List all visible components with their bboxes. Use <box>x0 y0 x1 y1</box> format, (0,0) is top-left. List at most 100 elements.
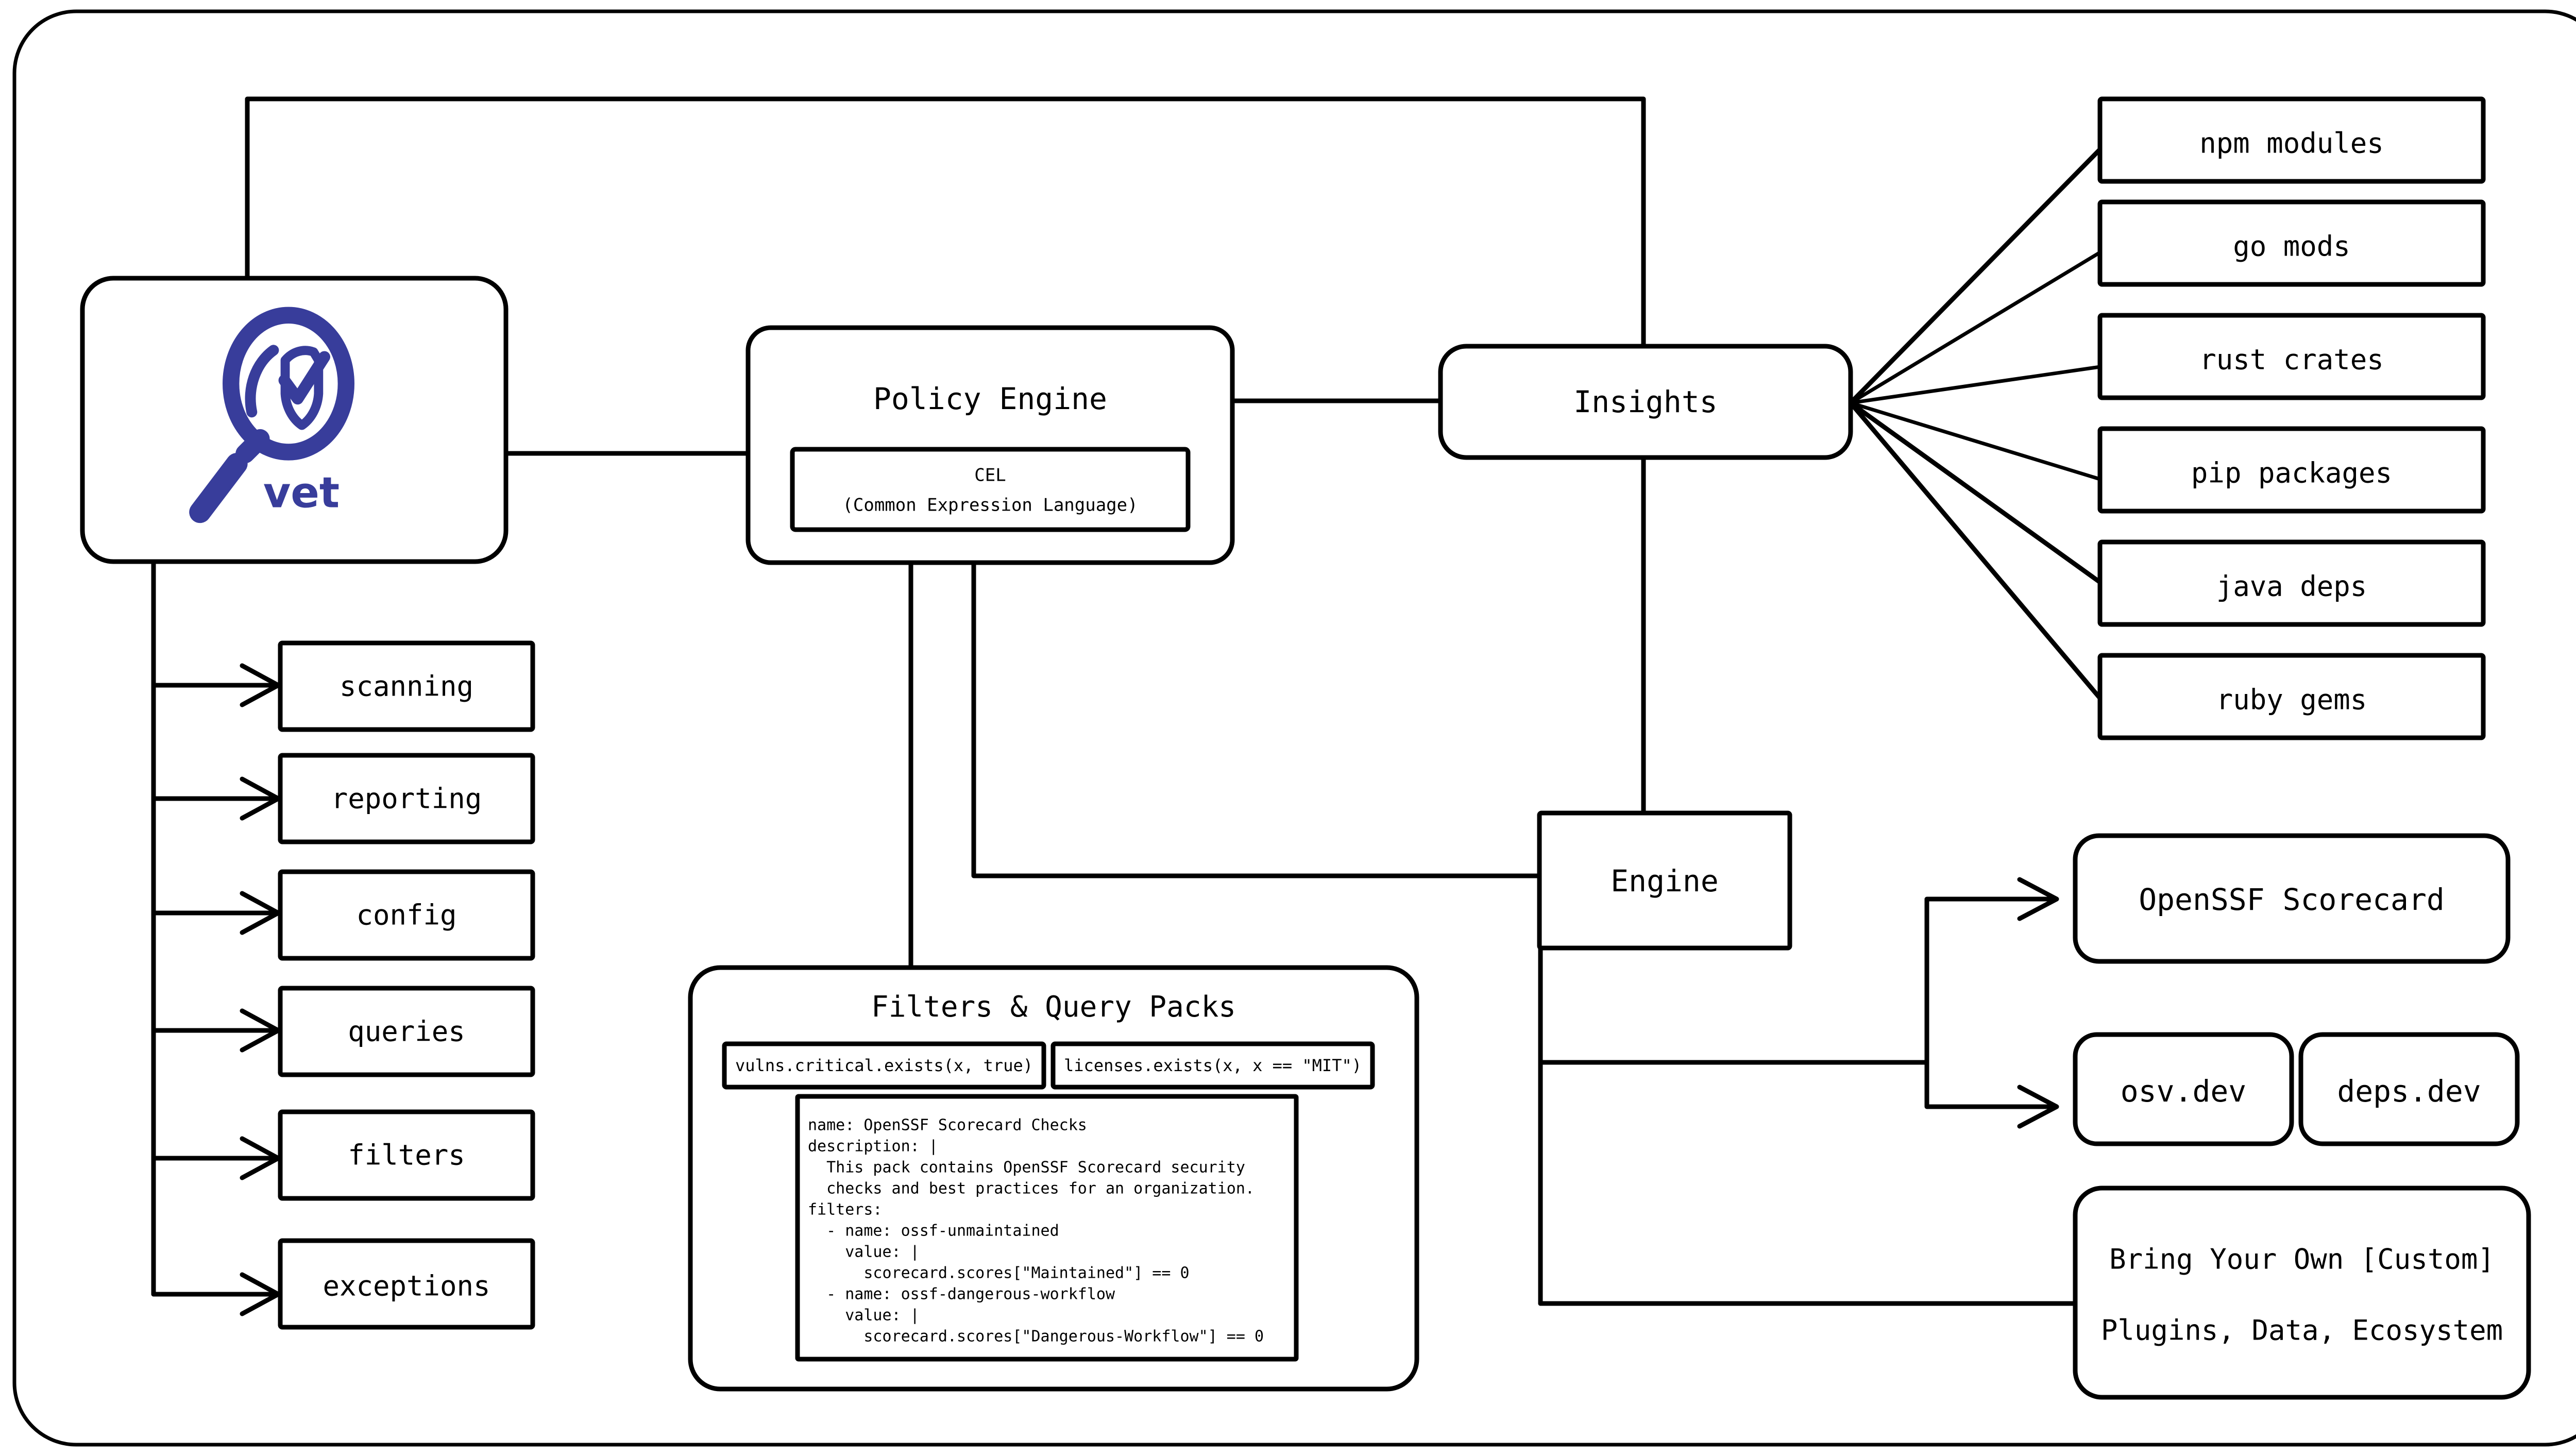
capability-box <box>278 869 535 961</box>
vet-brand-card[interactable]: vet <box>80 276 509 564</box>
data-source-deps-dev[interactable]: deps.dev <box>2298 1032 2520 1146</box>
ecosystem-box <box>2097 426 2486 514</box>
capability-label: scanning <box>340 670 473 703</box>
capability-item-queries[interactable]: queries <box>278 986 535 1077</box>
engine-frame <box>1537 810 1792 951</box>
ecosystem-item-pip-packages[interactable]: pip packages <box>2097 426 2486 514</box>
capability-item-reporting[interactable]: reporting <box>278 753 535 844</box>
link-policy-engine-to-engine <box>971 560 1542 878</box>
ecosystem-label: go mods <box>2233 230 2350 263</box>
vet-wordmark: vet <box>263 468 340 517</box>
capability-box <box>278 753 535 844</box>
capability-label: filters <box>348 1139 465 1172</box>
link-insights-to-rust-crates <box>1849 365 2102 405</box>
ecosystem-item-rust-crates[interactable]: rust crates <box>2097 313 2486 400</box>
capability-box <box>278 640 535 732</box>
filter-pill-label: vulns.critical.exists(x, true) <box>735 1056 1033 1075</box>
capability-label: queries <box>348 1015 465 1048</box>
filter-pill-box <box>1050 1041 1375 1090</box>
link-insights-to-pip-packages <box>1849 401 2102 481</box>
filter-pill-vulns-critical[interactable]: vulns.critical.exists(x, true) <box>722 1041 1046 1090</box>
filters-query-packs-panel[interactable]: Filters & Query Packs vulns.critical.exi… <box>688 965 1419 1392</box>
code-line: filters: <box>808 1201 883 1219</box>
ecosystem-label: ruby gems <box>2216 684 2367 716</box>
capability-item-config[interactable]: config <box>278 869 535 961</box>
code-line: - name: ossf-unmaintained <box>808 1222 1059 1240</box>
capability-label: config <box>356 899 456 932</box>
ecosystem-item-java-deps[interactable]: java deps <box>2097 539 2486 627</box>
link-insights-to-java-deps <box>1848 400 2103 585</box>
arrowhead-scorecard <box>2017 877 2059 921</box>
connector-layer <box>151 96 2103 1316</box>
code-line: value: | <box>808 1243 920 1261</box>
code-line: scorecard.scores["Maintained"] == 0 <box>808 1264 1190 1282</box>
ecosystem-label: pip packages <box>2191 457 2392 489</box>
link-vet-to-insights-top <box>245 96 1646 349</box>
data-source-label: deps.dev <box>2337 1074 2481 1109</box>
bring-your-own-line-2: Plugins, Data, Ecosystem <box>2101 1314 2503 1347</box>
query-pack-code-block[interactable]: name: OpenSSF Scorecard Checks descripti… <box>795 1094 1299 1362</box>
filter-pill-label: licenses.exists(x, x == "MIT") <box>1064 1056 1362 1075</box>
code-line: - name: ossf-dangerous-workflow <box>808 1285 1115 1303</box>
code-line: This pack contains OpenSSF Scorecard sec… <box>808 1159 1245 1177</box>
insights-label: Insights <box>1573 384 1717 419</box>
link-insights-to-ruby-gems <box>1848 400 2103 701</box>
code-line: name: OpenSSF Scorecard Checks <box>808 1116 1087 1135</box>
data-source-label: OpenSSF Scorecard <box>2139 882 2445 917</box>
data-source-box <box>2073 1032 2294 1146</box>
capability-item-filters[interactable]: filters <box>278 1109 535 1201</box>
ecosystem-item-go-mods[interactable]: go mods <box>2097 199 2486 287</box>
insights-frame <box>1438 344 1853 460</box>
ecosystem-box <box>2097 199 2486 287</box>
link-insights-to-npm-modules <box>1848 147 2103 405</box>
data-source-box <box>2298 1032 2520 1146</box>
ecosystem-label: rust crates <box>2199 344 2384 376</box>
data-source-openssf-scorecard[interactable]: OpenSSF Scorecard <box>2073 833 2511 964</box>
capability-box <box>278 1109 535 1201</box>
bring-your-own-line-1: Bring Your Own [Custom] <box>2109 1243 2495 1276</box>
policy-engine-node[interactable]: Policy Engine CEL (Common Expression Lan… <box>745 325 1235 565</box>
filter-pill-box <box>722 1041 1046 1090</box>
capability-box <box>278 986 535 1077</box>
data-source-list: OpenSSF Scorecard osv.dev deps.dev <box>2073 833 2520 1146</box>
cel-expansion-label: (Common Expression Language) <box>842 495 1138 516</box>
code-block-frame <box>795 1094 1299 1362</box>
capability-list: scanning reporting config queries filter… <box>278 640 535 1330</box>
cel-acronym-label: CEL <box>974 465 1006 486</box>
code-line: description: | <box>808 1138 938 1156</box>
ecosystem-box <box>2097 539 2486 627</box>
ecosystem-label: npm modules <box>2199 127 2384 160</box>
engine-label: Engine <box>1611 864 1719 899</box>
data-source-label: osv.dev <box>2121 1074 2246 1109</box>
data-source-osv-dev[interactable]: osv.dev <box>2073 1032 2294 1146</box>
ecosystem-list: npm modules go mods rust crates pip pack… <box>2097 96 2486 740</box>
bring-your-own-node[interactable]: Bring Your Own [Custom] Plugins, Data, E… <box>2073 1186 2531 1400</box>
arrowhead-osv-dev <box>2017 1085 2059 1129</box>
ecosystem-item-npm-modules[interactable]: npm modules <box>2097 96 2486 184</box>
diagram-outer-frame <box>12 9 2576 1447</box>
capability-label: reporting <box>331 783 482 815</box>
cel-subbox-frame <box>790 447 1191 532</box>
capability-label: exceptions <box>323 1270 490 1302</box>
capability-item-scanning[interactable]: scanning <box>278 640 535 732</box>
capability-item-exceptions[interactable]: exceptions <box>278 1238 535 1330</box>
link-insights-to-go-mods <box>1849 250 2102 405</box>
ecosystem-item-ruby-gems[interactable]: ruby gems <box>2097 653 2486 740</box>
code-line: checks and best practices for an organiz… <box>808 1180 1255 1198</box>
link-engine-to-osv-dev <box>1924 1060 2053 1109</box>
policy-engine-label: Policy Engine <box>873 381 1107 416</box>
filters-panel-title: Filters & Query Packs <box>871 990 1236 1024</box>
filter-pill-licenses-mit[interactable]: licenses.exists(x, x == "MIT") <box>1050 1041 1375 1090</box>
link-engine-to-scorecard <box>1538 896 2053 1065</box>
code-line: scorecard.scores["Dangerous-Workflow"] =… <box>808 1328 1264 1346</box>
engine-node[interactable]: Engine <box>1537 810 1792 951</box>
magnifier-shield-check-icon <box>189 307 354 523</box>
ecosystem-label: java deps <box>2216 570 2367 603</box>
ecosystem-box <box>2097 313 2486 400</box>
bring-your-own-frame <box>2073 1186 2531 1400</box>
ecosystem-box <box>2097 96 2486 184</box>
insights-node[interactable]: Insights <box>1438 344 1853 460</box>
capability-box <box>278 1238 535 1330</box>
data-source-box <box>2073 833 2511 964</box>
